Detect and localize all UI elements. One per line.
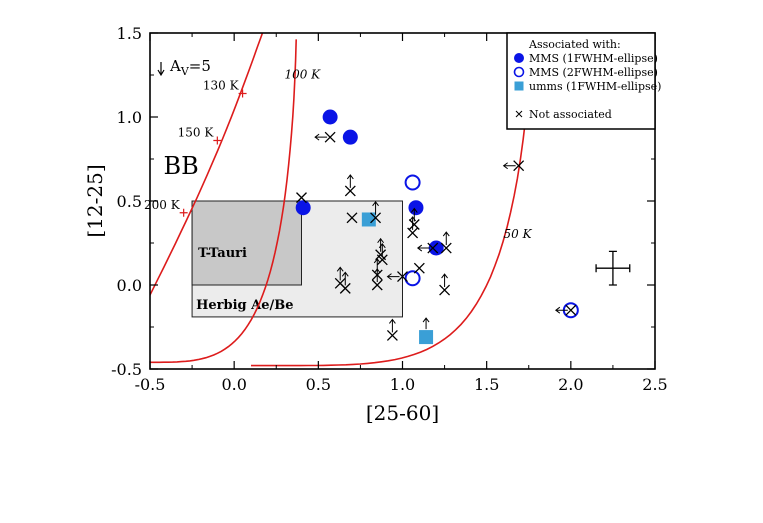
legend-marker-2 (514, 81, 524, 91)
legend-marker-0 (514, 53, 524, 63)
point-s3-13-limit (410, 207, 418, 222)
bb-label: BB (163, 152, 198, 180)
point-s3-9-limit (373, 258, 381, 272)
point-s0-4 (428, 240, 444, 256)
point-s3-1 (324, 131, 336, 143)
point-s3-20 (565, 304, 577, 316)
point-s3-19 (513, 160, 525, 172)
point-s3-14 (397, 271, 408, 283)
point-s3-0 (296, 192, 307, 204)
point-s3-14-limit (386, 273, 400, 280)
xtick-label-5: 2.0 (558, 375, 583, 394)
point-s3-3-limit (346, 174, 354, 188)
extinction-arrow (157, 62, 165, 77)
region-1 (191, 200, 302, 286)
point-s3-4-limit (336, 266, 344, 281)
legend-box: Associated with:MMS (1FWHM-ellipse)MMS (… (506, 32, 661, 130)
point-s3-12 (407, 227, 419, 239)
point-s3-8 (376, 254, 388, 266)
point-s2-0 (361, 212, 376, 227)
bb-mark-label-1: 150 K (178, 126, 215, 140)
point-s2-1 (419, 330, 434, 345)
point-s3-20-limit (554, 306, 568, 314)
curve-label-50k: 50 K (504, 227, 533, 241)
ytick-label-1: 0.0 (117, 276, 142, 295)
extinction-label: AV=5 (169, 57, 211, 78)
region-label-ttauri: T-Tauri (198, 246, 247, 261)
point-s3-5-limit (341, 271, 349, 286)
point-s3-16-limit (416, 244, 430, 252)
bb-mark-0 (238, 89, 247, 98)
curve-50k (251, 41, 533, 367)
xtick-label-6: 2.5 (642, 375, 667, 394)
points-layer (295, 109, 579, 345)
point-s3-18-limit (441, 273, 448, 288)
point-s0-1 (322, 109, 338, 125)
point-s1-1 (404, 270, 421, 287)
point-s3-1-limit (314, 133, 328, 141)
bb-mark-1 (213, 136, 222, 145)
legend-frame (506, 32, 656, 130)
legend-marker-1 (513, 66, 525, 78)
ytick-label-3: 1.0 (117, 108, 142, 127)
point-s3-8-limit (378, 242, 386, 257)
ytick-label-0: -0.5 (111, 360, 142, 379)
point-s3-18 (439, 284, 451, 296)
point-s3-15 (413, 262, 425, 274)
point-s3-16 (427, 242, 439, 254)
legend-entry-2: umms (1FWHM-ellipse) (529, 80, 661, 93)
xtick-label-3: 1.0 (390, 375, 415, 394)
point-s3-17 (440, 242, 452, 254)
error-bar (595, 250, 631, 286)
bb-mark-label-0: 130 K (203, 78, 240, 92)
point-s3-11 (386, 329, 398, 341)
point-s3-10 (371, 279, 383, 291)
point-s3-19-limit (502, 162, 516, 170)
curve-100k (150, 39, 297, 364)
point-s1-0 (404, 174, 421, 191)
point-s0-3 (408, 200, 424, 216)
curve-label-100k: 100 K (284, 67, 321, 81)
legend-entry-0: MMS (1FWHM-ellipse) (529, 52, 658, 65)
region-label-herbig: Herbig Ae/Be (196, 298, 293, 313)
point-s3-2 (346, 212, 358, 224)
ytick-label-2: 0.5 (117, 192, 142, 211)
point-s3-13 (408, 219, 420, 230)
axes-layer: -0.5 0.0 0.5 1.0 1.5 2.0 2.5 -0.5 0.0 0.5 1.0 1.5 [2… (83, 24, 668, 425)
umms-limit-arrow (422, 317, 430, 330)
legend-entry-1: MMS (2FWHM-ellipse) (529, 66, 658, 79)
xtick-label-4: 1.5 (474, 375, 499, 394)
legend-entry-3: Not associated (529, 108, 612, 121)
ytick-label-4: 1.5 (117, 24, 142, 43)
point-s3-17-limit (442, 231, 450, 246)
y-axis-label: [12-25] (83, 164, 107, 237)
point-s3-3 (344, 185, 356, 197)
point-s3-11-limit (389, 318, 396, 333)
point-s0-0 (295, 200, 311, 216)
x-axis-label: [25-60] (366, 401, 439, 425)
point-s3-6 (370, 212, 382, 224)
legend-marker-3 (515, 110, 523, 118)
legend-header: Associated with: (528, 38, 621, 51)
bb-mark-2 (179, 208, 188, 217)
point-s3-6-limit (372, 200, 379, 215)
xtick-label-0: -0.5 (135, 375, 166, 394)
blackbody-curve (150, 33, 264, 297)
point-s3-5 (339, 282, 351, 294)
curves-layer (150, 33, 533, 367)
xtick-label-2: 0.5 (306, 375, 331, 394)
point-s3-10-limit (373, 268, 381, 282)
xtick-label-1: 0.0 (221, 375, 246, 394)
point-s0-2 (342, 129, 358, 145)
